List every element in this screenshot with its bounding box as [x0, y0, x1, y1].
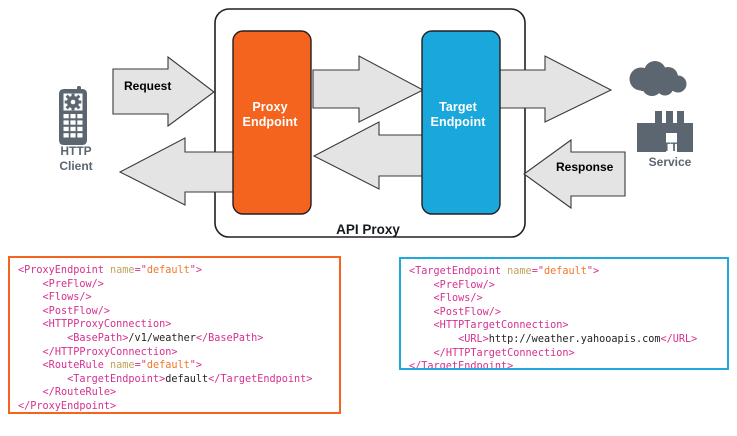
response-label: Response — [556, 160, 614, 174]
arrow-target-to-proxy — [312, 121, 426, 190]
cloud-factory-icon — [629, 61, 693, 152]
code-token-text — [409, 320, 434, 331]
code-line: <Flows/> — [18, 291, 339, 305]
code-token-text — [18, 333, 67, 344]
code-token-eq: " — [586, 266, 594, 277]
code-token-tag: <BasePath> — [67, 332, 129, 344]
code-token-eq: =" — [134, 265, 147, 276]
http-client-caption-line1: HTTP — [60, 144, 92, 158]
request-label: Request — [124, 79, 172, 93]
code-token-val: default — [146, 265, 190, 276]
target-endpoint-box[interactable] — [421, 30, 501, 215]
mobile-phone-gear-icon — [59, 86, 87, 145]
code-token-tag: <PostFlow/> — [433, 306, 502, 318]
code-line: <TargetEndpoint>default</TargetEndpoint> — [18, 373, 339, 387]
arrow-response — [523, 138, 626, 210]
code-line: </HTTPProxyConnection> — [18, 346, 339, 360]
code-line: <PostFlow/> — [18, 305, 339, 319]
code-token-tag: <PostFlow/> — [42, 305, 111, 317]
code-token-attr: name — [110, 360, 135, 372]
code-token-text — [18, 360, 43, 371]
http-service-caption-line1: HTTP — [654, 140, 686, 154]
code-token-attr: name — [110, 265, 135, 276]
code-token-eq: " — [189, 265, 196, 276]
code-token-text — [409, 334, 458, 345]
code-token-tag: <Flows/> — [433, 293, 483, 305]
code-line: </RouteRule> — [18, 386, 339, 400]
arrow-proxy-to-target — [312, 55, 425, 123]
code-token-tag: <HTTPTargetConnection> — [433, 320, 569, 332]
code-token-text: default — [165, 373, 209, 385]
code-token-text — [18, 292, 43, 303]
code-token-tag: <HTTPProxyConnection> — [42, 319, 172, 331]
http-client-caption-line2: Client — [59, 159, 93, 173]
code-token-val: default — [146, 360, 190, 372]
code-token-eq: =" — [531, 266, 544, 277]
api-proxy-flow-diagram — [59, 8, 693, 238]
code-token-text — [18, 319, 43, 330]
target-endpoint-config-code: <TargetEndpoint name="default"> <PreFlow… — [399, 257, 729, 370]
code-token-text — [18, 347, 43, 358]
code-token-attr: name — [507, 266, 532, 277]
code-token-tag: > — [195, 360, 203, 372]
code-token-text — [18, 374, 67, 385]
code-line: <PostFlow/> — [409, 306, 727, 320]
proxy-endpoint-config-code: <ProxyEndpoint name="default"> <PreFlow/… — [8, 256, 341, 414]
code-token-tag: > — [593, 266, 600, 277]
code-token-tag: <PreFlow/> — [42, 278, 104, 290]
code-token-text — [409, 307, 434, 318]
code-line: <TargetEndpoint name="default"> — [409, 265, 727, 279]
code-token-tag: <TargetEndpoint> — [67, 373, 166, 385]
code-token-text: http://weather.yahooapis.com — [488, 333, 661, 345]
arrow-request — [112, 55, 215, 128]
code-token-text — [18, 306, 43, 317]
code-line: </HTTPTargetConnection> — [409, 347, 727, 361]
arrow-target-to-service — [497, 55, 613, 123]
code-token-tag: </ProxyEndpoint> — [18, 400, 117, 412]
code-token-tag: > — [195, 265, 203, 276]
code-token-tag: </HTTPProxyConnection> — [42, 346, 178, 358]
code-token-tag: <TargetEndpoint — [409, 266, 508, 277]
arrow-proxy-to-client — [118, 137, 238, 206]
code-line: <HTTPTargetConnection> — [409, 319, 727, 333]
code-token-tag: </HTTPTargetConnection> — [433, 347, 575, 359]
code-token-tag: </TargetEndpoint> — [409, 361, 514, 370]
code-line: </ProxyEndpoint> — [18, 400, 339, 412]
code-token-tag: <RouteRule — [42, 360, 111, 372]
code-token-text — [409, 293, 434, 304]
code-line: <Flows/> — [409, 292, 727, 306]
code-token-tag: <Flows/> — [42, 292, 92, 304]
code-token-tag: </URL> — [660, 333, 698, 345]
code-token-text — [18, 279, 43, 290]
code-line: <URL>http://weather.yahooapis.com</URL> — [409, 333, 727, 347]
code-token-eq: =" — [134, 360, 147, 372]
code-token-tag: <PreFlow/> — [433, 279, 495, 291]
api-proxy-label: API Proxy — [336, 222, 400, 237]
code-token-tag: </BasePath> — [195, 332, 264, 344]
code-line: <PreFlow/> — [409, 279, 727, 293]
code-line: <BasePath>/v1/weather</BasePath> — [18, 332, 339, 346]
code-token-text — [409, 280, 434, 291]
code-token-tag: </TargetEndpoint> — [208, 373, 313, 385]
code-token-tag: </RouteRule> — [42, 387, 117, 399]
http-service-caption-line2: Service — [648, 155, 692, 169]
code-line: <PreFlow/> — [18, 278, 339, 292]
code-token-tag: <ProxyEndpoint — [18, 265, 111, 276]
code-line: <ProxyEndpoint name="default"> — [18, 264, 339, 278]
code-token-eq: " — [189, 360, 196, 372]
code-token-tag: <URL> — [458, 333, 489, 345]
code-line: <HTTPProxyConnection> — [18, 318, 339, 332]
code-token-text — [409, 348, 434, 359]
code-line: <RouteRule name="default"> — [18, 359, 339, 373]
code-token-val: default — [543, 266, 587, 277]
code-token-text — [18, 387, 43, 398]
code-token-text: /v1/weather — [128, 332, 196, 344]
code-line: </TargetEndpoint> — [409, 360, 727, 370]
proxy-endpoint-box[interactable] — [232, 30, 312, 215]
